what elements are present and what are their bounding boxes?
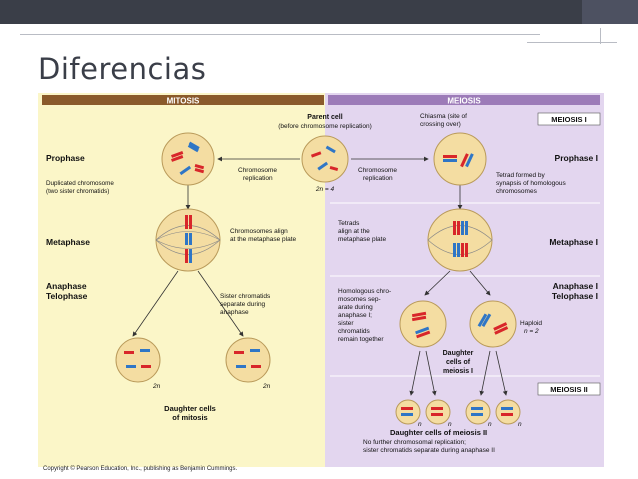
two-n-label-a: 2n bbox=[152, 383, 161, 390]
align-label-2: at the metaphase plate bbox=[230, 236, 297, 243]
meiosis2-daughter-cell-2 bbox=[425, 399, 451, 425]
haploid-label-1: Haploid bbox=[520, 320, 542, 327]
dup-chrom-label-2: (two sister chromatids) bbox=[46, 188, 109, 195]
two-n-label-b: 2n bbox=[262, 383, 271, 390]
metaphase-right-label: Metaphase I bbox=[549, 237, 598, 247]
telophase-right-label: Telophase I bbox=[552, 291, 598, 301]
mitosis-header: MITOSIS bbox=[167, 97, 200, 106]
chrom-rep-right-2: replication bbox=[363, 175, 393, 182]
parent-cell bbox=[301, 135, 349, 183]
align-label-1: Chromosomes align bbox=[230, 228, 288, 235]
sister-sep-label-2: separate during bbox=[220, 301, 266, 308]
arrow-mei-3c bbox=[479, 350, 491, 396]
tetrad-label-3: chromosomes bbox=[496, 188, 538, 195]
meiosis-prophase-cell bbox=[433, 132, 487, 186]
chrom-rep-left-2: replication bbox=[243, 175, 273, 182]
mitosis-daughter-cell-right bbox=[225, 337, 271, 383]
n-label-4: n bbox=[518, 421, 522, 428]
top-bar bbox=[0, 0, 638, 24]
mitosis-header-bar bbox=[42, 95, 324, 105]
chrom-rep-right-1: Chromosome bbox=[358, 167, 397, 174]
n-label-1: n bbox=[418, 421, 422, 428]
tetrads-align-label-1: Tetrads bbox=[338, 220, 360, 227]
meiosis1-label-box bbox=[537, 112, 601, 126]
top-bar-accent bbox=[582, 0, 638, 24]
arrow-mit-2b bbox=[197, 270, 244, 337]
homologous-label-4: anaphase I; bbox=[338, 312, 372, 319]
meiosis-header-bar bbox=[328, 95, 600, 105]
arrow-mei-3a bbox=[409, 350, 421, 396]
homologous-label-1: Homologous chro- bbox=[338, 288, 391, 295]
chrom-rep-left-1: Chromosome bbox=[238, 167, 277, 174]
two-n-four-label: 2n = 4 bbox=[315, 186, 335, 193]
homologous-label-3: arate during bbox=[338, 304, 373, 311]
daughter-meiosis2-label-1: Daughter cells of meiosis II bbox=[390, 428, 487, 437]
arrow-mit-2a bbox=[132, 270, 179, 337]
haploid-label-2: n = 2 bbox=[524, 328, 539, 335]
meiosis1-daughter-cell-right bbox=[469, 300, 517, 348]
meiosis-metaphase-cell bbox=[427, 208, 493, 272]
parent-cell-sublabel: (before chromosome replication) bbox=[278, 123, 372, 130]
daughter-mitosis-label-1: Daughter cells bbox=[164, 404, 216, 413]
chiasma-label-1: Chiasma (site of bbox=[420, 113, 467, 120]
decorative-line-top bbox=[20, 34, 540, 35]
meiosis1-daughter-cell-left bbox=[399, 300, 447, 348]
homologous-label-6: chromatids bbox=[338, 328, 371, 335]
daughter-meiosis1-label-2: cells of bbox=[446, 359, 471, 366]
daughter-meiosis2-label-2: No further chromosomal replication; bbox=[363, 439, 466, 446]
meiosis2-daughter-cell-1 bbox=[395, 399, 421, 425]
arrow-mei-3d bbox=[495, 350, 508, 396]
n-label-3: n bbox=[488, 421, 492, 428]
meiosis2-label: MEIOSIS II bbox=[550, 385, 588, 394]
mitosis-daughter-cell-left bbox=[115, 337, 161, 383]
daughter-meiosis1-label-1: Daughter bbox=[443, 350, 474, 357]
sister-sep-label-3: anaphase bbox=[220, 309, 249, 316]
tetrad-label-2: synapsis of homologous bbox=[496, 180, 566, 187]
anaphase-left-label: Anaphase bbox=[46, 281, 87, 291]
prophase-left-label: Prophase bbox=[46, 153, 85, 163]
mitosis-meiosis-figure: MITOSIS MEIOSIS MEIOSIS I MEIOSIS II bbox=[38, 93, 604, 467]
meiosis2-label-box bbox=[537, 382, 601, 396]
homologous-label-5: sister bbox=[338, 320, 354, 327]
telophase-left-label: Telophase bbox=[46, 291, 88, 301]
metaphase-left-label: Metaphase bbox=[46, 237, 90, 247]
tetrads-align-label-2: align at the bbox=[338, 228, 370, 235]
slide-title: Diferencias bbox=[38, 52, 207, 86]
chiasma-label-2: crossing over) bbox=[420, 121, 461, 128]
mitosis-prophase-cell bbox=[161, 132, 215, 186]
prophase-right-label: Prophase I bbox=[555, 153, 598, 163]
decorative-line-right bbox=[527, 42, 617, 43]
arrow-mei-2a bbox=[424, 270, 451, 296]
daughter-meiosis2-label-3: sister chromatids separate during anapha… bbox=[363, 447, 495, 454]
sister-sep-label-1: Sister chromatids bbox=[220, 293, 271, 300]
homologous-label-7: remain together bbox=[338, 336, 384, 343]
parent-cell-label: Parent cell bbox=[307, 114, 342, 121]
diagram-svg: MITOSIS MEIOSIS MEIOSIS I MEIOSIS II bbox=[38, 93, 604, 467]
decorative-line-vertical bbox=[600, 28, 601, 44]
dup-chrom-label-1: Duplicated chromosome bbox=[46, 180, 114, 187]
meiosis2-daughter-cell-3 bbox=[465, 399, 491, 425]
copyright-notice: Copyright © Pearson Education, Inc., pub… bbox=[43, 466, 238, 472]
meiosis-header: MEIOSIS bbox=[447, 97, 481, 106]
arrow-mei-3b bbox=[425, 350, 437, 396]
homologous-label-2: mosomes sep- bbox=[338, 296, 381, 303]
n-label-2: n bbox=[448, 421, 452, 428]
daughter-mitosis-label-2: of mitosis bbox=[172, 413, 207, 422]
tetrads-align-label-3: metaphase plate bbox=[338, 236, 386, 243]
anaphase-right-label: Anaphase I bbox=[553, 281, 598, 291]
daughter-meiosis1-label-3: meiosis I bbox=[443, 368, 473, 375]
mitosis-metaphase-cell bbox=[155, 208, 221, 272]
arrow-mei-2b bbox=[469, 270, 491, 296]
meiosis2-daughter-cell-4 bbox=[495, 399, 521, 425]
meiosis1-label: MEIOSIS I bbox=[551, 115, 586, 124]
tetrad-label-1: Tetrad formed by bbox=[496, 172, 546, 179]
